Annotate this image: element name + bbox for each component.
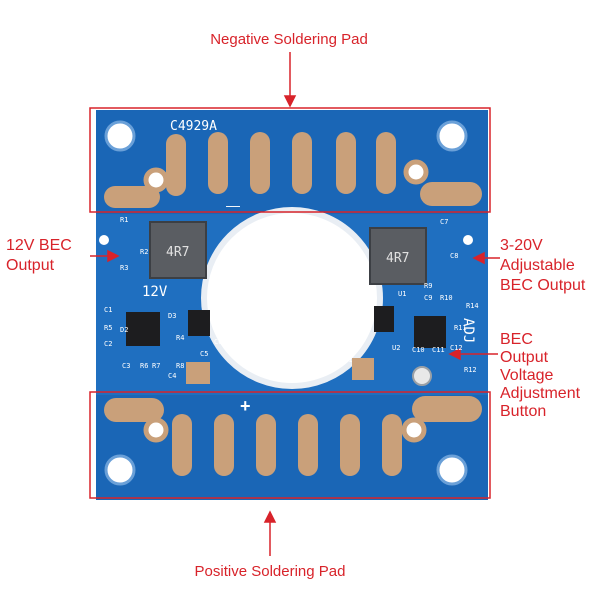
ref-designator: C12 — [450, 344, 463, 352]
ref-designator: D2 — [120, 326, 128, 334]
ref-designator: D3 — [168, 312, 176, 320]
silk-minus: — — [226, 197, 240, 213]
bec-12v-label-line2: Output — [6, 257, 55, 274]
adjustment-potentiometer — [412, 366, 432, 386]
board-model: C4929A — [170, 119, 217, 134]
ref-designator: R10 — [440, 294, 453, 302]
ref-designator: C5 — [200, 350, 208, 358]
positive-pad-box — [89, 391, 491, 499]
ref-designator: R11 — [454, 324, 467, 332]
ref-designator: C7 — [440, 218, 448, 226]
adjust-label-line3: Voltage — [500, 367, 553, 384]
bec-adj-label-line1: 3-20V — [500, 237, 543, 254]
inductor-left-label: 4R7 — [166, 245, 189, 260]
annotation-arrows — [90, 52, 500, 556]
ref-designator: R2 — [140, 248, 148, 256]
bec-adj-label-line2: Adjustable — [500, 257, 575, 274]
ref-designator: C9 — [424, 294, 432, 302]
center-hole — [201, 207, 383, 389]
bec-adj-label-line3: BEC Output — [500, 277, 586, 294]
negative-pad-box — [89, 107, 491, 213]
ref-designator: C11 — [432, 346, 445, 354]
ref-designator: R5 — [104, 324, 112, 332]
ref-designator: R1 — [120, 216, 128, 224]
adjust-label-line4: Adjustment — [500, 385, 581, 402]
ic-left — [126, 312, 160, 346]
ref-designator: D1 — [344, 356, 352, 364]
bec-12v-label-line1: 12V BEC — [6, 237, 72, 254]
silk-adj: ADJ — [460, 318, 476, 343]
diode-left — [188, 310, 210, 336]
ref-designator: C10 — [412, 346, 425, 354]
ref-designator: U1 — [398, 290, 406, 298]
ref-designator: C3 — [122, 362, 130, 370]
inductor-right-label: 4R7 — [386, 251, 409, 266]
output-adj-pad — [463, 235, 473, 245]
inductor-right — [369, 227, 427, 285]
ref-designator: C2 — [104, 340, 112, 348]
ref-designator: U2 — [392, 344, 400, 352]
ref-designator: C4 — [168, 372, 176, 380]
ref-designator: R7 — [152, 362, 160, 370]
ref-designator: R14 — [466, 302, 479, 310]
ref-designator: R12 — [464, 366, 477, 374]
mounting-holes — [104, 120, 468, 486]
silk-plus: + — [240, 396, 251, 416]
ic-right — [414, 316, 446, 348]
ref-designator: R3 — [120, 264, 128, 272]
cap-right — [352, 358, 374, 380]
ref-designator: C8 — [450, 252, 458, 260]
adjust-label-line5: Button — [500, 403, 546, 420]
negative-pads — [104, 132, 482, 208]
output-12v-pad — [99, 235, 109, 245]
silk-12v: 12V — [142, 284, 168, 300]
ref-designator: R9 — [424, 282, 432, 290]
positive-pads — [104, 396, 482, 476]
inductor-left — [149, 221, 207, 279]
ref-designator: R6 — [140, 362, 148, 370]
ref-designator: R4 — [176, 334, 184, 342]
ref-designator: C1 — [104, 306, 112, 314]
diode-right — [374, 306, 394, 332]
ref-designator: C6 — [214, 338, 222, 346]
cap-left — [186, 362, 210, 384]
ref-designator: R8 — [176, 362, 184, 370]
positive-pad-label: Positive Soldering Pad — [195, 563, 346, 580]
adjust-label-line2: Output — [500, 349, 549, 366]
adjust-label-line1: BEC — [500, 331, 533, 348]
negative-pad-label: Negative Soldering Pad — [210, 31, 368, 48]
